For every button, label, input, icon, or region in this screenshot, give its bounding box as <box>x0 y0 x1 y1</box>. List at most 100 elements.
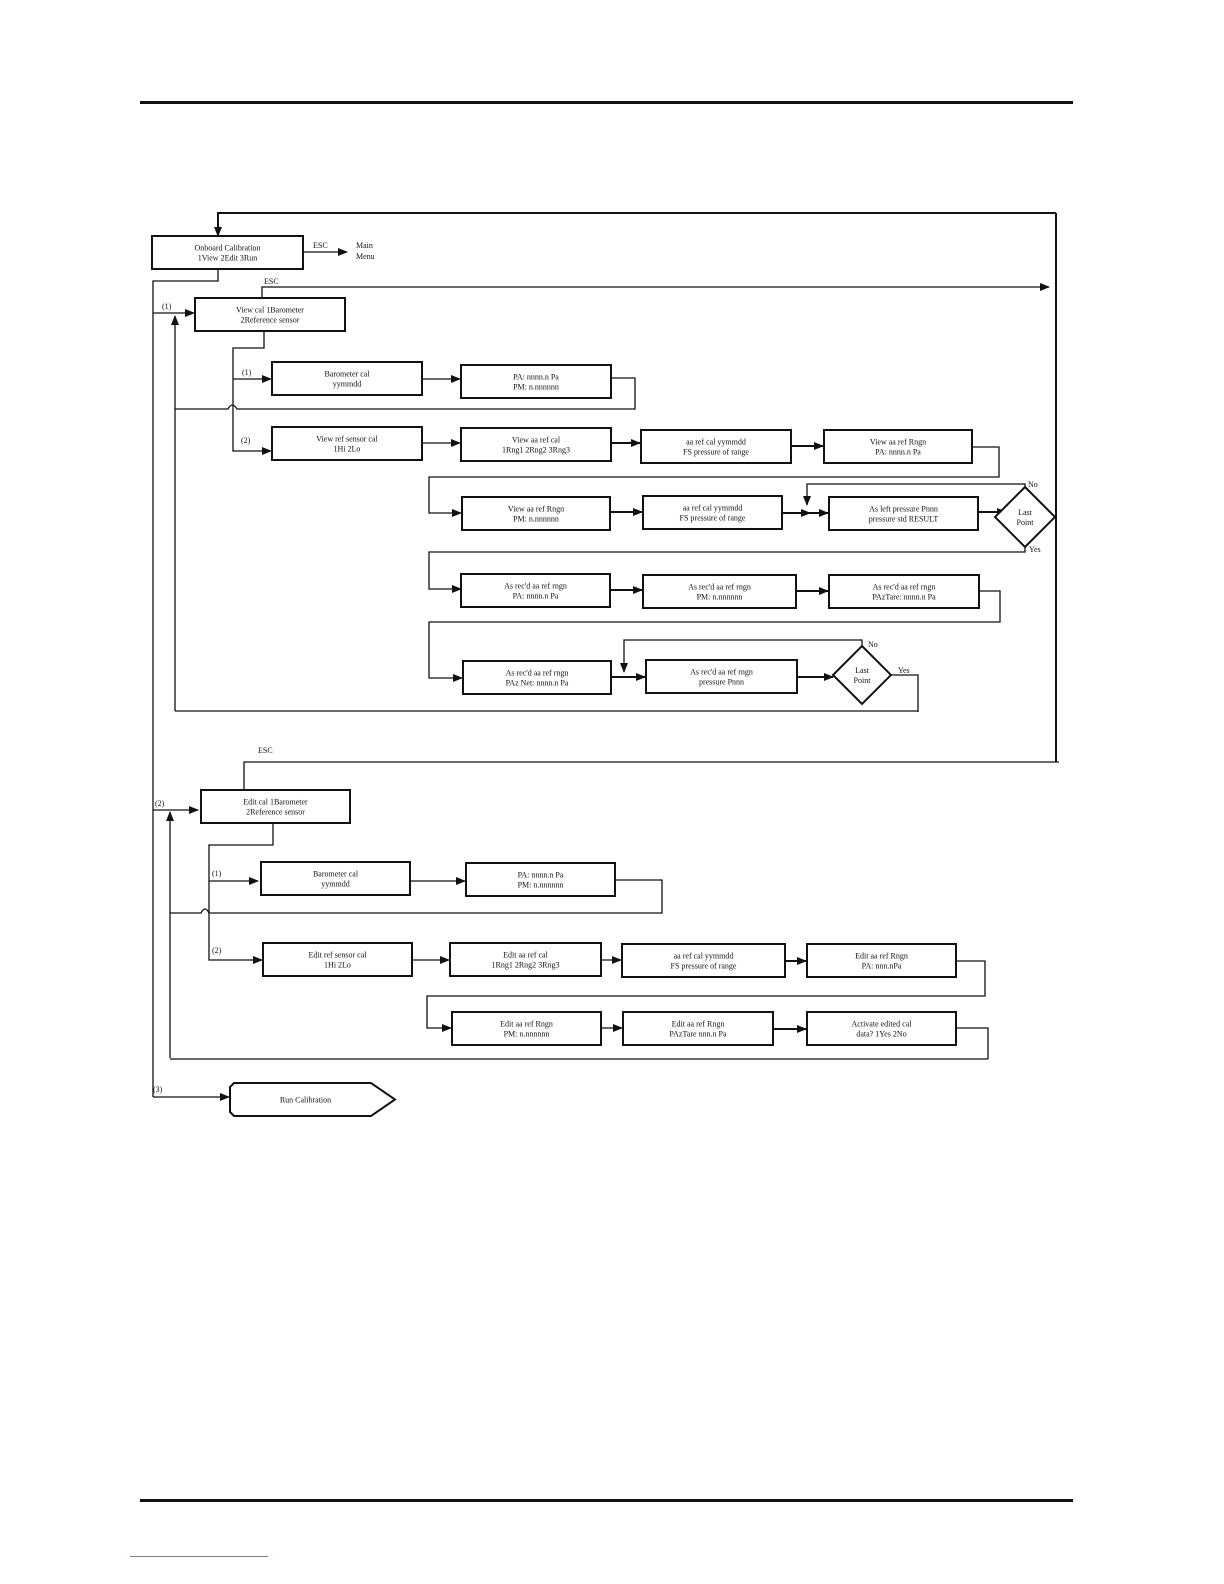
node-text-line: PM: n.nnnnnn <box>697 593 743 602</box>
node-text-line: PA: nnnn.n Pa <box>875 448 921 457</box>
edit-option-2-label: (2) <box>212 946 222 955</box>
process-box <box>828 574 980 609</box>
yes-label-1: Yes <box>1029 545 1041 554</box>
node-text-line: PM: n.nnnnnn <box>504 1030 550 1039</box>
connectors <box>152 212 1059 1101</box>
process-box <box>151 235 304 270</box>
node-text-line: PAzTare: nnnn.n Pa <box>872 593 936 602</box>
main-menu-label-1: Main <box>356 241 373 250</box>
node-text-line: PM: n.nnnnnn <box>518 881 564 890</box>
header-rule <box>140 101 1073 104</box>
node-text-line: Point <box>1017 518 1035 527</box>
node-text-line: Point <box>854 676 872 685</box>
node-text-line: Onboard Calibration <box>195 244 261 253</box>
node-text-line: Barometer cal <box>324 370 370 379</box>
node-text-line: pressure Pnnn <box>699 678 744 687</box>
node-text-line: As rec'd aa ref rngn <box>504 582 567 591</box>
no-label-2: No <box>868 640 878 649</box>
process-box <box>462 660 612 695</box>
node-text-line: FS pressure of range <box>671 962 737 971</box>
no-label-1: No <box>1028 480 1038 489</box>
offpage-connector <box>229 1082 397 1117</box>
process-box <box>271 361 423 396</box>
node-text-line: data? 1Yes 2No <box>856 1030 906 1039</box>
node-text-line: Edit aa ref cal <box>503 951 548 960</box>
view-option-1-label: (1) <box>242 368 252 377</box>
process-box <box>622 1011 774 1046</box>
process-box <box>642 495 783 530</box>
process-box <box>645 659 798 694</box>
node-text-line: As rec'd aa ref rngn <box>688 583 751 592</box>
node-text-line: PA: nnnn.n Pa <box>513 373 559 382</box>
process-box <box>271 426 423 461</box>
process-box <box>461 496 611 531</box>
process-box <box>460 427 612 462</box>
node-text-line: Edit aa ref Rngn <box>500 1020 553 1029</box>
option-2-label: (2) <box>155 799 165 808</box>
main-menu-label-2: Menu <box>356 252 375 261</box>
node-text-line: As rec'd aa ref rngn <box>873 583 936 592</box>
process-box <box>460 364 612 399</box>
process-box <box>640 429 792 464</box>
node-text-line: Activate edited cal <box>852 1020 913 1029</box>
node-run-cal: Run Calibration <box>229 1082 397 1117</box>
process-box <box>465 862 616 897</box>
footer-rule <box>140 1499 1073 1502</box>
edit-option-1-label: (1) <box>212 869 222 878</box>
node-text-line: yymmdd <box>333 380 361 389</box>
process-box <box>460 573 611 608</box>
node-text-line: 1Rng1 2Rng2 3Rng3 <box>502 446 570 455</box>
node-text-line: View cal 1Barometer <box>236 306 304 315</box>
node-text-line: FS pressure of range <box>680 514 746 523</box>
node-text-line: FS pressure of range <box>683 448 749 457</box>
node-text-line: 1Rng1 2Rng2 3Rng3 <box>491 961 559 970</box>
node-text-line: 1View 2Edit 3Run <box>198 254 258 263</box>
node-text-line: View aa ref Rngn <box>508 505 564 514</box>
node-text-line: aa ref cal yymmdd <box>683 504 743 513</box>
esc-edit-label: ESC <box>258 746 273 755</box>
node-text-line: Edit ref sensor cal <box>309 951 368 960</box>
node-text-line: Run Calibration <box>280 1096 331 1105</box>
process-box <box>200 789 351 824</box>
node-text-line: PM: n.nnnnnn <box>513 383 559 392</box>
node-text-line: Edit cal 1Barometer <box>243 798 308 807</box>
decision-diamond <box>993 485 1057 549</box>
option-1-label: (1) <box>162 302 172 311</box>
process-box <box>828 496 979 531</box>
node-text-line: Last <box>855 666 870 675</box>
node-text-line: PA: nnn.nPa <box>862 962 902 971</box>
node-text-line: View aa ref Rngn <box>870 438 926 447</box>
node-text-line: 1Hi 2Lo <box>334 445 361 454</box>
esc-view-label: ESC <box>264 277 279 286</box>
process-box <box>262 942 413 977</box>
process-box <box>260 861 411 896</box>
node-text-line: As left pressure Pnnn <box>869 505 938 514</box>
node-text-line: 1Hi 2Lo <box>324 961 351 970</box>
option-3-label: (3) <box>153 1085 163 1094</box>
process-box <box>806 943 957 978</box>
node-text-line: View ref sensor cal <box>316 435 378 444</box>
node-text-line: aa ref cal yymmdd <box>674 952 734 961</box>
node-text-line: Edit aa ref Rngn <box>672 1020 725 1029</box>
